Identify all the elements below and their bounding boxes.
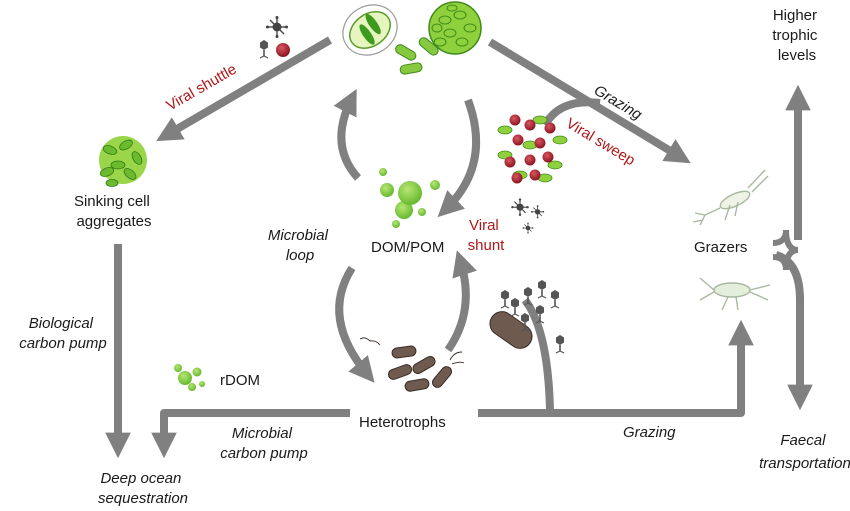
heterotrophs-label: Heterotrophs	[359, 414, 446, 431]
infected-bacterium-icon	[489, 279, 565, 354]
viral-shuttle-label: Viral shuttle	[164, 61, 240, 115]
biological-pump-label: Biological carbon pump	[19, 315, 107, 352]
copepod-icon-2	[699, 277, 771, 311]
copepod-icon	[692, 169, 769, 226]
loop-arrow-down-left	[335, 265, 375, 383]
grazing-bottom-arrow	[478, 319, 754, 417]
faecal-arrow	[774, 251, 813, 411]
higher-trophic-label: Higher trophic levels	[772, 7, 821, 64]
microbial-loop-label: Microbial loop	[268, 227, 332, 264]
viral-sweep-cluster-icon	[497, 114, 568, 184]
viral-shunt-label: Viral shunt	[468, 217, 506, 254]
sinking-aggregates-label: Sinking cell aggregates	[74, 193, 154, 230]
faecal-label: Faecal transportation	[759, 432, 850, 472]
deep-ocean-label: Deep ocean sequestration	[98, 470, 188, 507]
grazers-brace	[772, 229, 799, 271]
viral-shuttle-arrow	[156, 36, 333, 142]
virus-shuttle-icon	[259, 15, 290, 59]
viral-shunt-arrow	[437, 98, 481, 218]
grazers-label: Grazers	[694, 239, 747, 256]
bacteria-icon	[359, 337, 465, 392]
cyanobacteria-icon	[395, 37, 439, 75]
rdom-label: rDOM	[220, 372, 260, 389]
microbial-pump-label: Microbial carbon pump	[220, 425, 308, 462]
virus-shunt-icon	[510, 197, 545, 234]
loop-arrow-up-right	[444, 250, 477, 353]
diatom-icon	[342, 4, 398, 56]
dom-pom-label: DOM/POM	[371, 239, 444, 256]
lysis-stem-arrow	[521, 297, 554, 411]
sinking-aggregate-icon	[99, 136, 147, 187]
grazing-bottom-label: Grazing	[623, 424, 676, 441]
labels: Higher trophic levels Grazing Viral shut…	[19, 7, 850, 507]
rdom-bubble-icon	[174, 364, 205, 391]
flow-arrows	[105, 36, 813, 459]
viral-sweep-curl	[541, 98, 601, 128]
phytoplankton-colony-icon	[428, 1, 482, 55]
loop-arrow-up-left	[333, 88, 362, 181]
bubble-cluster-icon	[379, 168, 440, 228]
microbial-pump-arrow	[151, 409, 350, 459]
